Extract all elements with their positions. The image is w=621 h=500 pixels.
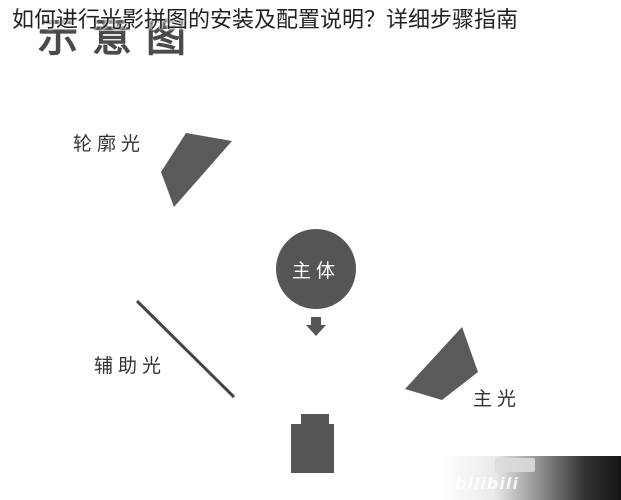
fill-light-line — [135, 299, 236, 399]
key-light-shape — [405, 327, 478, 400]
watermark-badge-icon — [495, 458, 535, 472]
caption-overlay: 如何进行光影拼图的安装及配置说明？详细步骤指南 — [12, 8, 519, 33]
subject-circle — [276, 229, 356, 309]
camera-icon — [291, 414, 334, 473]
fill-light-label: 辅助光 — [94, 355, 167, 377]
down-arrow-icon — [306, 317, 326, 336]
watermark-logo: bilibili — [455, 474, 519, 493]
diagram-title: 示意图 — [38, 15, 200, 61]
rim-light-shape — [161, 133, 232, 207]
rim-light-label: 轮廓光 — [73, 133, 146, 155]
subject-label: 主体 — [291, 259, 340, 282]
key-light-label: 主光 — [473, 388, 522, 410]
